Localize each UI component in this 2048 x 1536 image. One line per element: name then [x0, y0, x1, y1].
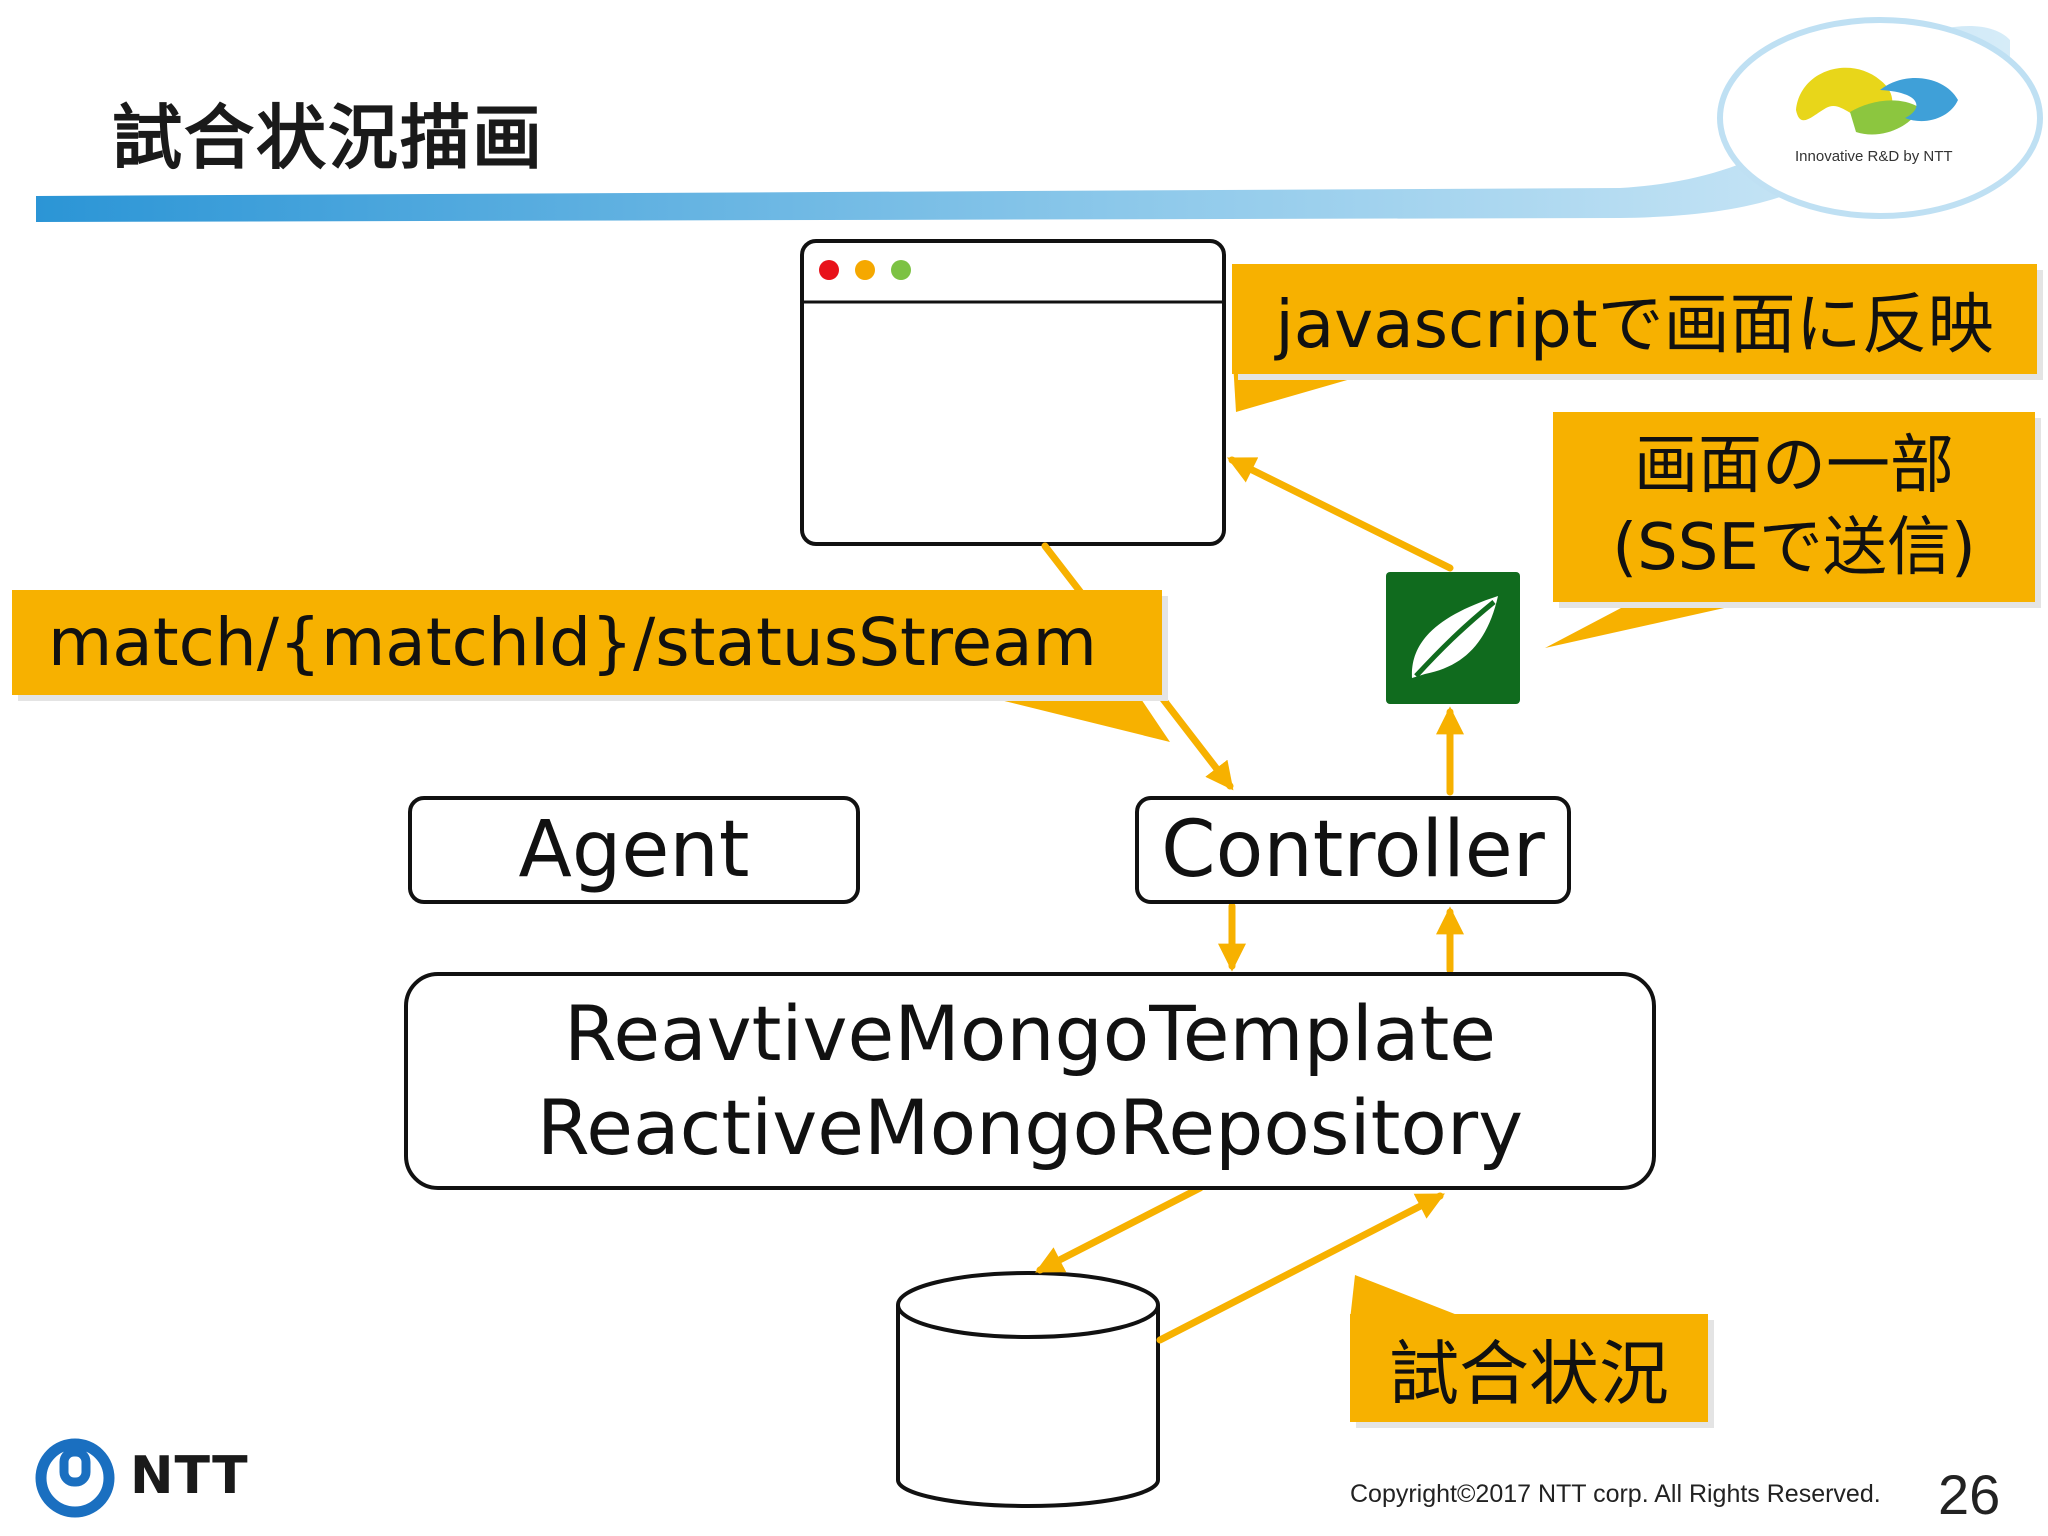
reactive-repository-label: ReactiveMongoRepository [536, 1083, 1524, 1172]
callout-javascript-text: javascriptで画面に反映 [1275, 286, 1994, 363]
controller-label: Controller [1161, 805, 1545, 895]
callout-sse: 画面の一部 (SSEで送信) [1553, 412, 2035, 602]
innovative-logo-icon [1796, 67, 1958, 135]
ntt-logo-icon [35, 1438, 115, 1518]
callout-tail-status [1350, 1275, 1465, 1320]
callout-match-status: 試合状況 [1350, 1314, 1708, 1422]
callout-route-text: match/{matchId}/statusStream [48, 604, 1097, 681]
controller-box: Controller [1135, 796, 1571, 904]
reactive-template-label: ReavtiveMongoTemplate [563, 989, 1497, 1078]
ntt-logo-text: NTT [130, 1446, 249, 1506]
callout-route: match/{matchId}/statusStream [12, 590, 1162, 695]
arrow-spring-to-browser [1226, 456, 1454, 572]
arrow-db-to-reactive [1156, 1192, 1445, 1344]
database-icon [896, 1271, 1160, 1508]
reactive-mongo-box: ReavtiveMongoTemplate ReactiveMongoRepos… [404, 972, 1656, 1190]
callout-match-status-text: 試合状況 [1389, 1332, 1669, 1415]
callout-sse-line2: (SSEで送信) [1612, 511, 1976, 585]
agent-label: Agent [518, 805, 750, 895]
slide-title: 試合状況描画 [112, 97, 544, 179]
callout-tail-sse [1545, 598, 1760, 648]
callout-tail-route [960, 690, 1170, 742]
spring-logo-icon [1386, 572, 1520, 704]
copyright-text: Copyright©2017 NTT corp. All Rights Rese… [1350, 1480, 1881, 1508]
callout-javascript: javascriptで画面に反映 [1232, 264, 2037, 374]
header-banner [36, 26, 2010, 223]
arrow-reactive-to-db [1035, 1184, 1204, 1274]
callout-sse-line1: 画面の一部 [1634, 429, 1954, 503]
agent-box: Agent [408, 796, 860, 904]
browser-window-icon [800, 239, 1226, 546]
page-number: 26 [1938, 1463, 2001, 1526]
logo-tagline: Innovative R&D by NTT [1795, 148, 1953, 165]
